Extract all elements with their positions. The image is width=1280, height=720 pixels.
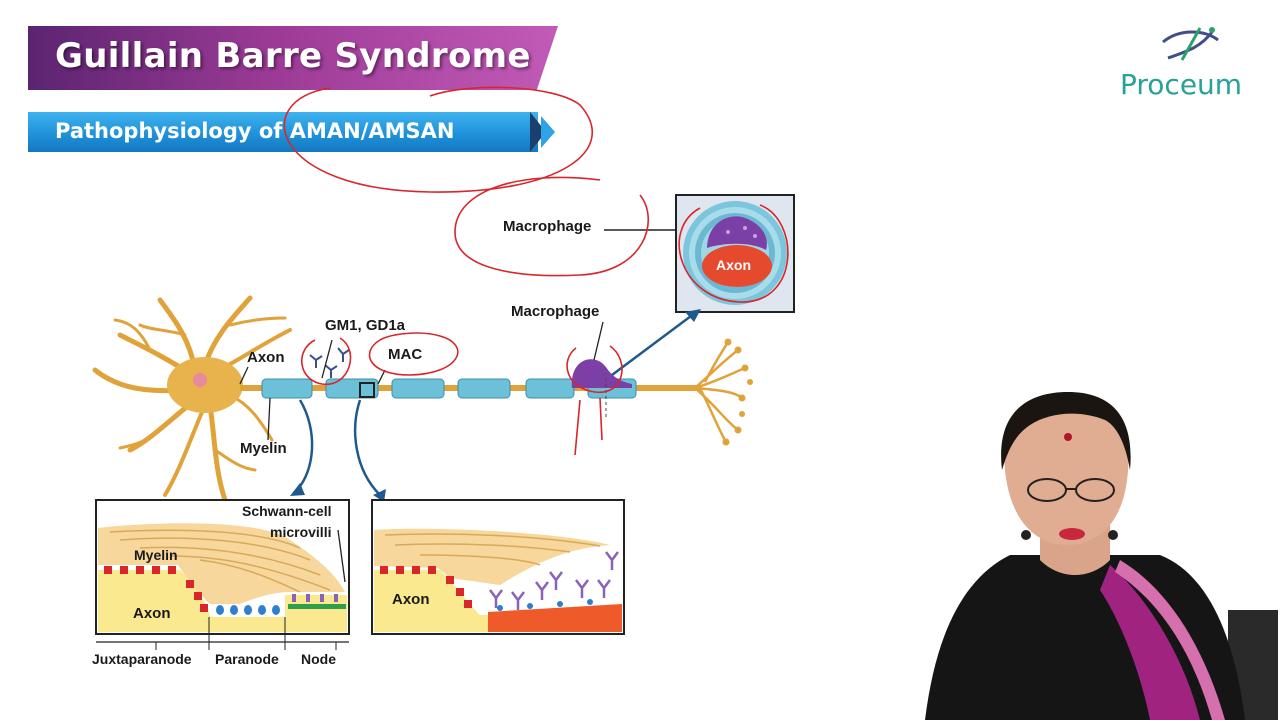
axon-core bbox=[702, 245, 772, 287]
label-myelin-panel: Myelin bbox=[134, 547, 178, 563]
label-macrophage-mid: Macrophage bbox=[511, 303, 600, 320]
label-paranode: Paranode bbox=[215, 651, 279, 667]
detail-marker bbox=[359, 382, 375, 398]
label-axon-inset: Axon bbox=[716, 257, 751, 273]
subtitle-banner bbox=[28, 112, 538, 152]
saree bbox=[1100, 565, 1200, 720]
proceum-logo: Proceum bbox=[1120, 68, 1243, 101]
label-gm1-gd1a: GM1, GD1a bbox=[325, 317, 406, 334]
callout-arrows bbox=[296, 311, 696, 496]
label-myelin-neuron: Myelin bbox=[240, 440, 287, 457]
proceum-logo-icon bbox=[1162, 27, 1219, 61]
presenter-hair bbox=[1001, 392, 1131, 470]
presenter-body bbox=[925, 555, 1245, 720]
slide-subtitle: Pathophysiology of AMAN/AMSAN bbox=[55, 119, 455, 143]
macrophage-on-axon bbox=[571, 359, 632, 388]
annotation-strokes bbox=[283, 86, 789, 456]
presenter-face bbox=[1004, 398, 1129, 545]
label-microvilli: microvilli bbox=[270, 524, 332, 540]
label-axon-panel-left: Axon bbox=[133, 605, 171, 622]
title-banner bbox=[28, 26, 558, 90]
nucleus bbox=[193, 373, 207, 387]
label-juxtaparanode: Juxtaparanode bbox=[92, 651, 192, 667]
label-mac: MAC bbox=[388, 346, 423, 363]
subtitle-arrow-inner-icon bbox=[541, 116, 555, 148]
antibody-attack-panel bbox=[371, 499, 625, 635]
label-axon-panel-right: Axon bbox=[392, 591, 430, 608]
antibody-icons bbox=[309, 347, 350, 378]
node-detail-panel bbox=[95, 499, 350, 650]
label-macrophage-top: Macrophage bbox=[503, 218, 592, 235]
label-schwann-cell: Schwann-cell bbox=[242, 503, 332, 519]
cell-body bbox=[167, 357, 243, 413]
slide-title: Guillain Barre Syndrome bbox=[55, 36, 531, 76]
label-axon-neuron: Axon bbox=[247, 349, 285, 366]
label-node: Node bbox=[301, 651, 336, 667]
macrophage-in-inset bbox=[707, 216, 767, 250]
